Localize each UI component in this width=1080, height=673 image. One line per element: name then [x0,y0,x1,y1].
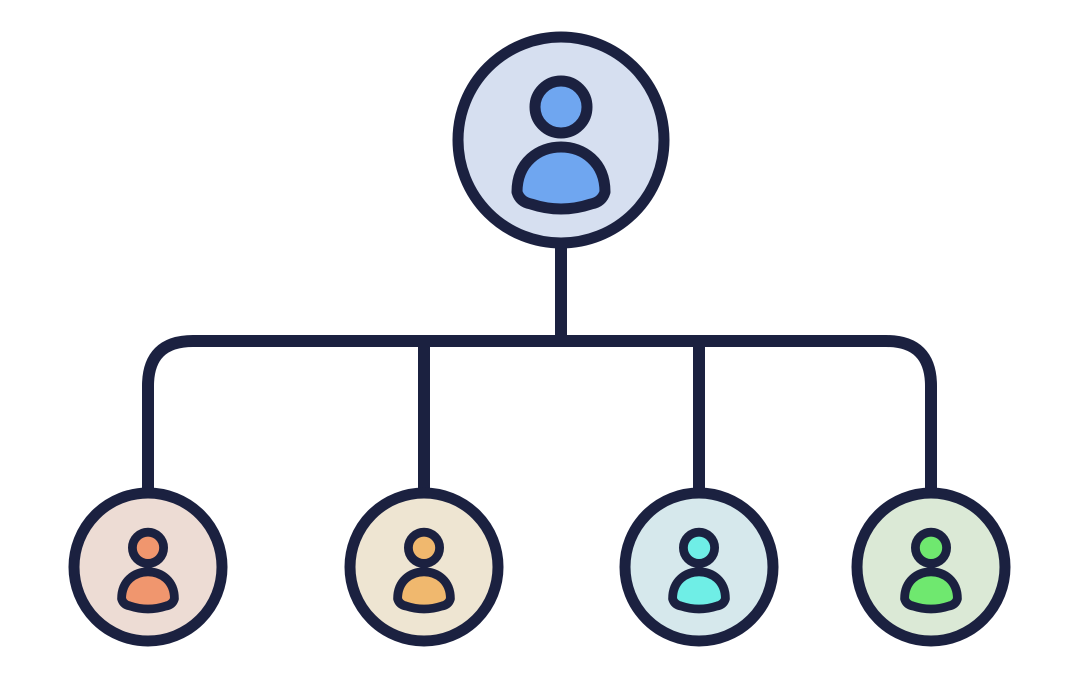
child-person-1-head [127,527,168,568]
root-user-icon [452,31,670,249]
child-user-icon-3 [619,487,779,647]
child-person-2-head [403,527,444,568]
child-person-3-head [679,527,720,568]
child-person-2-body [393,567,455,614]
child-person-1-body [117,567,179,614]
connector-lines [142,237,937,493]
child-person-3-body [668,567,730,614]
root-person-head [529,75,593,139]
nodes [68,31,1011,647]
child-user-icon-2 [344,487,504,647]
child-person-4-body [900,567,962,614]
child-user-icon-1 [68,487,228,647]
root-node-circle [452,31,670,249]
child-person-4-head [911,527,952,568]
child-user-icon-4 [851,487,1011,647]
root-person-body [511,141,611,215]
branch-bar-line [142,335,937,493]
